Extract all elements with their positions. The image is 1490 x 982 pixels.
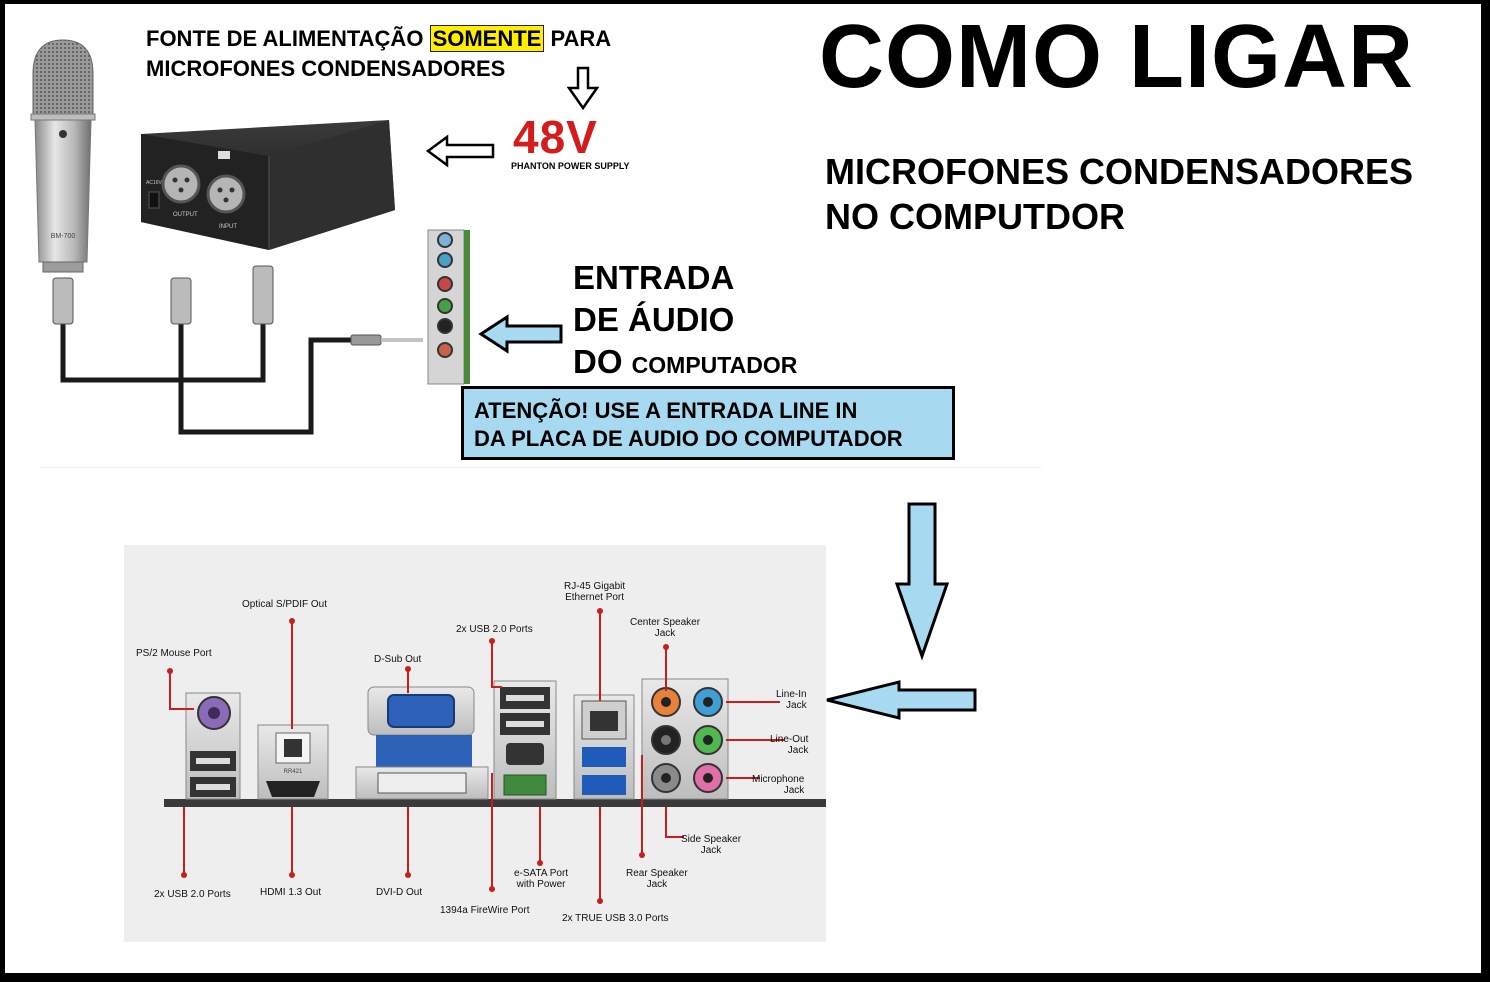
label-dsub: D-Sub Out — [374, 654, 422, 665]
caption-line-2: MICROFONES CONDENSADORES — [146, 56, 506, 81]
optical-chip-label: RR421 — [284, 769, 303, 775]
label-usb3: 2x TRUE USB 3.0 Ports — [562, 913, 669, 924]
label-rj45-line-2: Ethernet Port — [565, 592, 625, 603]
motherboard-back-panel: RR421 — [124, 545, 826, 942]
audio-jacks-stack — [641, 678, 729, 800]
psu-power-label: AC16V — [146, 180, 163, 186]
label-rj45-line-1: RJ-45 Gigabit — [564, 581, 626, 592]
label-usb2-top: 2x USB 2.0 Ports — [456, 624, 533, 635]
audio-input-label: ENTRADA DE ÁUDIO DO COMPUTADOR — [573, 257, 797, 386]
down-arrow-blue-icon — [894, 502, 950, 661]
power-supply-caption: FONTE DE ALIMENTAÇÃO SOMENTE PARA MICROF… — [146, 24, 611, 84]
xlr-connectors — [52, 265, 274, 325]
label-line-in-line-1: Line-In — [776, 689, 807, 700]
divider — [41, 467, 1041, 468]
label-center-line-2: Jack — [654, 628, 676, 639]
optical-hdmi-stack: RR421 — [257, 724, 329, 800]
input-label-line-2: DE ÁUDIO — [573, 301, 735, 338]
voltage-48v: 48V — [513, 111, 598, 163]
back-panel-drawing: RR421 — [164, 608, 826, 904]
down-arrow-icon — [567, 66, 599, 110]
usb-firewire-esata-stack — [493, 680, 557, 800]
label-ps2: PS/2 Mouse Port — [136, 648, 212, 659]
psu-output-label: OUTPUT — [173, 212, 198, 218]
phantom-power-caption: PHANTON POWER SUPPLY — [511, 161, 630, 171]
label-firewire: 1394a FireWire Port — [440, 905, 530, 916]
label-line-out: Line-Out Jack — [770, 734, 808, 756]
label-dvid: DVI-D Out — [376, 887, 423, 898]
leader-lines — [169, 611, 784, 901]
label-mic-line-2: Jack — [783, 785, 805, 796]
input-label-line-1: ENTRADA — [573, 259, 735, 296]
mic-model-label: BM-700 — [51, 233, 76, 240]
attention-note: ATENÇÃO! USE A ENTRADA LINE IN DA PLACA … — [461, 386, 955, 460]
phantom-power-supply: OUTPUT INPUT AC16V — [141, 120, 395, 250]
label-rj45: RJ-45 Gigabit Ethernet Port — [564, 581, 625, 603]
label-side-line-2: Jack — [700, 845, 722, 856]
microphone: BM-700 — [30, 39, 96, 273]
page-title: COMO LIGAR — [819, 7, 1414, 107]
sound-card-bracket — [427, 229, 470, 385]
label-line-in-line-2: Jack — [786, 700, 807, 711]
label-line-out-line-2: Jack — [787, 745, 809, 756]
label-side-line-1: Side Speaker — [681, 834, 742, 845]
label-center-line-1: Center Speaker — [630, 617, 701, 628]
left-arrow-blue-icon — [478, 314, 563, 354]
highlight-somente: SOMENTE — [429, 25, 545, 52]
dsub-dvi-stack — [355, 686, 489, 800]
label-optical: Optical S/PDIF Out — [242, 599, 328, 610]
left-arrow-line-in-icon — [826, 680, 977, 720]
left-arrow-icon — [425, 134, 495, 168]
label-rear-line-2: Jack — [646, 879, 668, 890]
page: COMO LIGAR MICROFONES CONDENSADORES NO C… — [5, 4, 1481, 973]
leader-dots — [167, 608, 669, 904]
input-label-computador: COMPUTADOR — [631, 352, 798, 378]
psu-input-label: INPUT — [219, 224, 237, 230]
cables — [60, 324, 353, 435]
ps2-usb-stack — [185, 692, 241, 800]
caption-part-2: PARA — [550, 26, 612, 51]
label-esata-line-2: with Power — [516, 879, 566, 890]
subtitle-line-1: MICROFONES CONDENSADORES — [825, 151, 1414, 192]
audio-jack-plug — [350, 334, 423, 346]
label-rear-speaker: Rear Speaker Jack — [626, 868, 688, 890]
label-esata: e-SATA Port with Power — [514, 868, 568, 890]
rj45-usb3-stack — [573, 694, 635, 800]
label-usb2-bottom: 2x USB 2.0 Ports — [154, 889, 231, 900]
label-esata-line-1: e-SATA Port — [514, 868, 569, 879]
label-hdmi: HDMI 1.3 Out — [260, 887, 322, 898]
attention-line-1: ATENÇÃO! USE A ENTRADA LINE IN — [474, 398, 858, 423]
label-mic-line-1: Microphone — [752, 774, 805, 785]
label-rear-line-1: Rear Speaker — [626, 868, 688, 879]
label-center-speaker: Center Speaker Jack — [630, 617, 700, 639]
attention-line-2: DA PLACA DE AUDIO DO COMPUTADOR — [474, 426, 903, 451]
input-label-do: DO — [573, 343, 623, 380]
subtitle: MICROFONES CONDENSADORES NO COMPUTDOR — [825, 149, 1413, 239]
label-line-in: Line-In Jack — [776, 689, 807, 711]
label-side-speaker: Side Speaker Jack — [681, 834, 741, 856]
caption-part-1: FONTE DE ALIMENTAÇÃO — [146, 26, 424, 51]
label-microphone: Microphone Jack — [752, 774, 804, 796]
label-line-out-line-1: Line-Out — [770, 734, 809, 745]
equipment-photo: BM-700 OUTPUT INPUT AC16V — [30, 39, 470, 435]
subtitle-line-2: NO COMPUTDOR — [825, 196, 1125, 237]
